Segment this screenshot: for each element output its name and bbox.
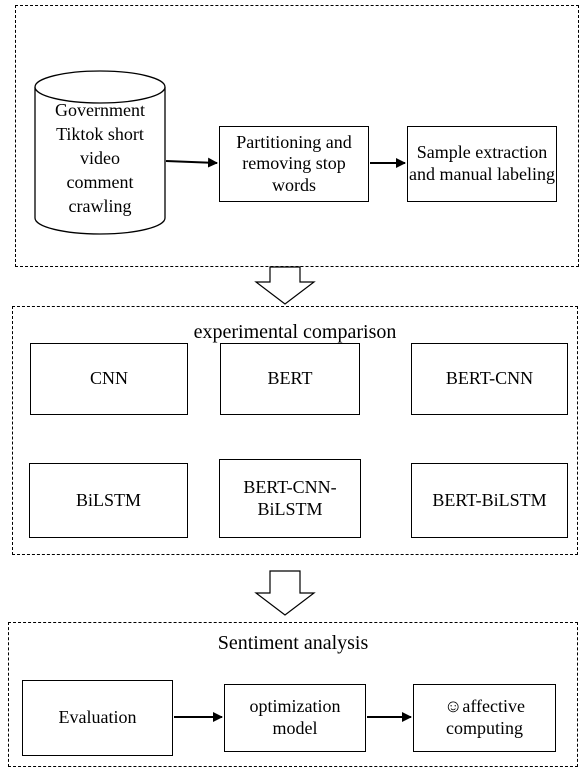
model-label-bilstm: BiLSTM — [75, 489, 141, 510]
sample-extraction-label: Sample extraction and manual labeling — [409, 142, 555, 184]
partition-stopwords-box: Partitioning and removing stop words — [219, 126, 369, 202]
model-label-bert: BERT — [267, 368, 313, 389]
arrow-crawl-to-partition — [165, 157, 218, 168]
model-label-bert-cnn: BERT-CNN — [445, 368, 534, 389]
evaluation-label: Evaluation — [58, 707, 137, 728]
model-box-bert-cnn: BERT-CNN — [411, 343, 568, 415]
sample-extraction-box: Sample extraction and manual labeling — [407, 126, 557, 202]
source-line-2: Tiktok short — [56, 124, 144, 144]
experimental-comparison-panel: experimental comparison — [12, 306, 578, 555]
model-box-bilstm: BiLSTM — [29, 463, 188, 538]
source-label: Government Tiktok short video comment cr… — [36, 98, 164, 218]
model-box-bert-bilstm: BERT-BiLSTM — [411, 463, 568, 538]
model-label-bert-bilstm: BERT-BiLSTM — [432, 489, 547, 510]
source-line-4: comment — [66, 172, 134, 192]
affective-computing-box: ☺affective computing — [413, 684, 556, 752]
evaluation-box: Evaluation — [22, 680, 173, 756]
optimization-model-label: optimization model — [249, 696, 341, 738]
flow-down-arrow-1 — [254, 266, 316, 305]
model-label-cnn: CNN — [89, 368, 128, 389]
source-line-3: video — [80, 148, 120, 168]
experimental-comparison-title: experimental comparison — [193, 321, 397, 343]
model-box-bert-cnn-bilstm: BERT-CNN-BiLSTM — [219, 459, 361, 538]
affective-computing-label: ☺affective computing — [444, 696, 525, 738]
flow-down-arrow-2 — [254, 570, 316, 616]
source-line-1: Government — [55, 100, 145, 120]
model-label-bert-cnn-bilstm: BERT-CNN-BiLSTM — [243, 476, 337, 519]
sentiment-analysis-title: Sentiment analysis — [217, 632, 369, 654]
source-line-5: crawling — [68, 196, 132, 216]
database-cylinder — [34, 70, 166, 235]
model-box-bert: BERT — [220, 343, 360, 415]
optimization-model-box: optimization model — [224, 684, 366, 752]
sentiment-analysis-panel: Sentiment analysis — [8, 622, 578, 767]
partition-stopwords-label: Partitioning and removing stop words — [236, 131, 352, 195]
model-box-cnn: CNN — [30, 343, 188, 415]
